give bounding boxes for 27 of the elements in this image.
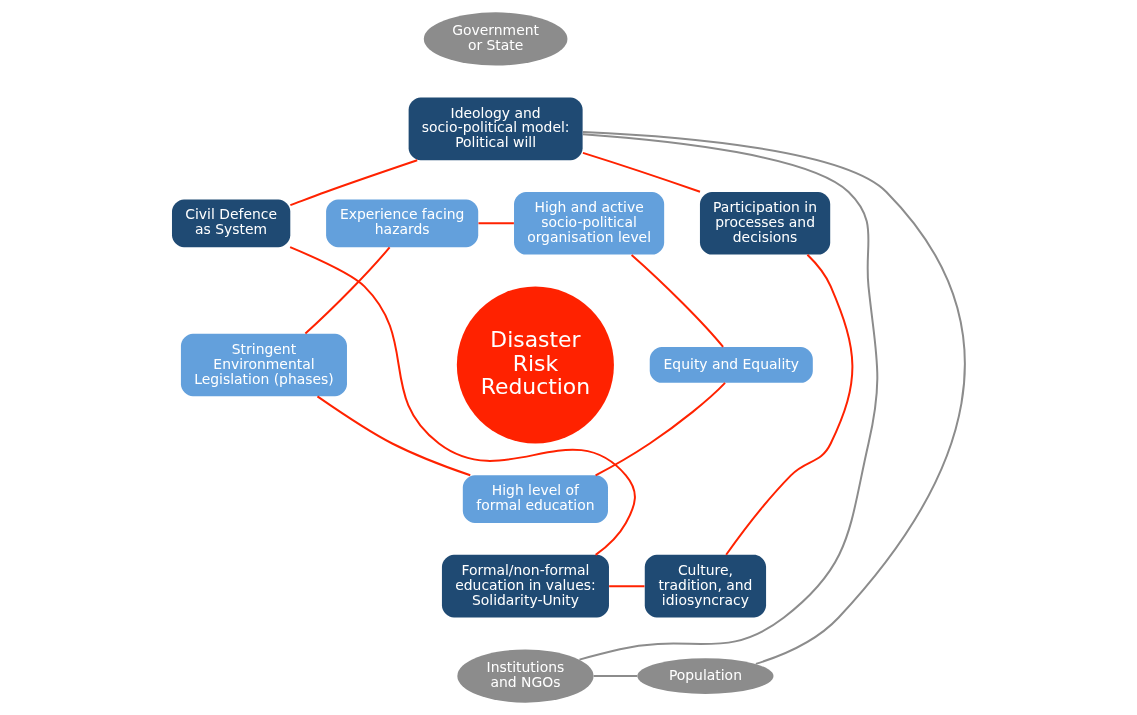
node-box: Formal/non-formal education in values: Solidarity-Unity [441, 554, 609, 618]
connector [578, 133, 879, 661]
node-box: Participation in processes and decisions [699, 191, 831, 255]
connector [630, 253, 725, 348]
connector [289, 159, 419, 207]
connector [608, 585, 646, 588]
node-circle: Disaster Risk Reduction [456, 286, 614, 444]
node-box: Stringent Environmental Legislation (phases) [180, 333, 347, 397]
node-ellipse: Population [637, 658, 774, 694]
connector [289, 246, 636, 556]
connector [594, 381, 727, 477]
connector [304, 246, 391, 335]
node-box: High and active socio-political organisation level [514, 191, 665, 255]
connector [477, 222, 515, 225]
node-ellipse: Institutions and NGOs [457, 649, 594, 703]
connector [725, 253, 854, 556]
connector [592, 675, 639, 678]
node-box: High level of formal education [462, 475, 608, 524]
node-box: Experience facing hazards [326, 199, 479, 248]
connector [316, 395, 472, 477]
node-ellipse: Government or State [423, 12, 568, 66]
connector [582, 131, 966, 665]
node-box: Equity and Equality [649, 347, 813, 383]
node-box: Civil Defence as System [172, 199, 291, 248]
node-box: Culture, tradition, and idiosyncracy [644, 554, 767, 618]
connector [581, 151, 701, 193]
node-box: Ideology and socio-political model: Political will [408, 97, 583, 161]
